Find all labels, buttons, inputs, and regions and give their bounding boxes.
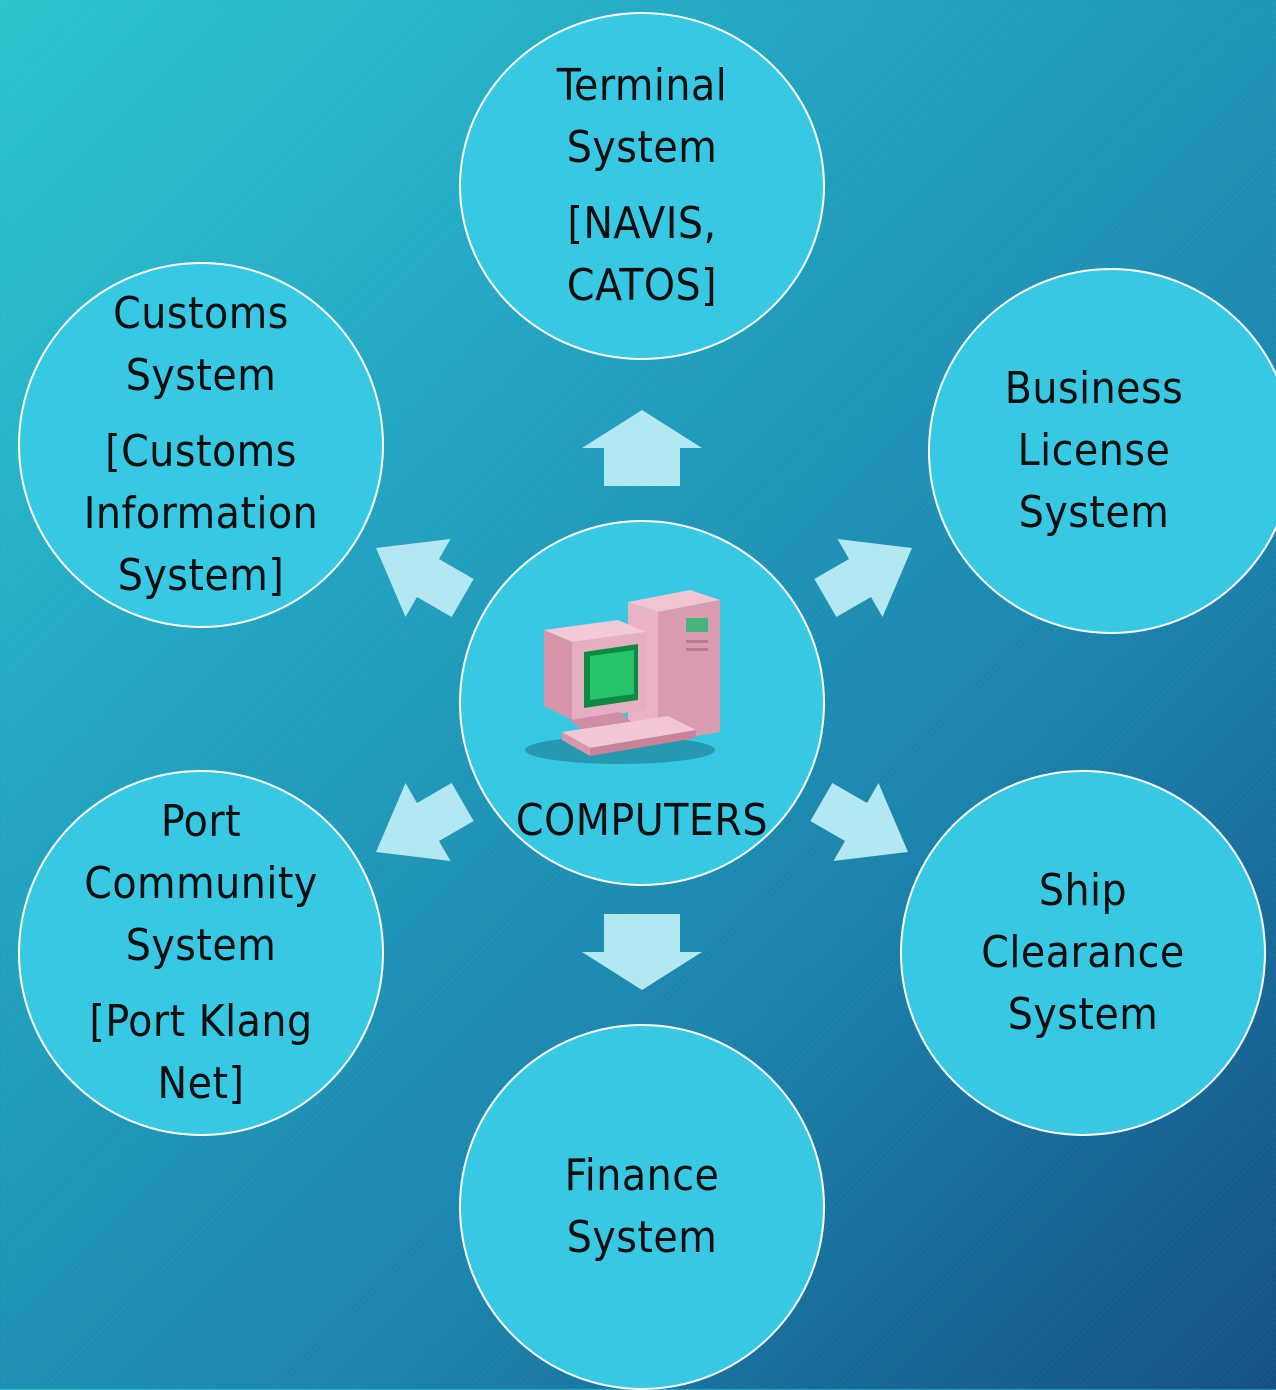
ship-title-line3: System xyxy=(1007,989,1159,1040)
terminal-title-line2: System xyxy=(566,122,718,173)
business-license-system-node: Business License System xyxy=(928,268,1276,634)
port-title-line1: Port xyxy=(160,796,242,847)
port-community-system-node: Port Community System [Port Klang Net] xyxy=(18,770,384,1136)
terminal-title-line1: Terminal xyxy=(556,60,728,111)
terminal-detail-line2: CATOS] xyxy=(566,260,718,311)
ship-clearance-system-node: Ship Clearance System xyxy=(900,770,1266,1136)
customs-detail-line1: [Customs xyxy=(105,426,297,477)
arrow-up xyxy=(582,410,702,486)
business-title-line3: System xyxy=(1018,487,1170,538)
arrow-lower-left xyxy=(376,782,474,861)
customs-detail-line3: System] xyxy=(117,550,285,601)
finance-system-node: Finance System xyxy=(459,1024,825,1390)
business-title-line1: Business xyxy=(1004,363,1184,414)
port-title-line2: Community xyxy=(84,858,318,909)
desktop-computer-icon xyxy=(525,590,720,764)
finance-title-line1: Finance xyxy=(564,1150,720,1201)
arrow-upper-right xyxy=(814,539,912,618)
arrow-upper-left xyxy=(376,539,474,618)
terminal-detail-line1: [NAVIS, xyxy=(567,198,717,249)
port-detail-line1: [Port Klang xyxy=(89,996,313,1047)
ship-title-line2: Clearance xyxy=(981,927,1185,978)
customs-system-node: Customs System [Customs Information Syst… xyxy=(18,262,384,628)
customs-title-line2: System xyxy=(125,350,277,401)
business-title-line2: License xyxy=(1017,425,1171,476)
terminal-system-node: Terminal System [NAVIS, CATOS] xyxy=(459,12,825,360)
center-label: COMPUTERS xyxy=(515,795,769,846)
arrow-lower-right xyxy=(810,782,908,861)
customs-title-line1: Customs xyxy=(113,288,289,339)
arrow-down xyxy=(582,914,702,990)
port-title-line3: System xyxy=(125,920,277,971)
ship-title-line1: Ship xyxy=(1038,865,1128,916)
customs-detail-line2: Information xyxy=(83,488,319,539)
finance-title-line2: System xyxy=(566,1212,718,1263)
port-detail-line2: Net] xyxy=(157,1058,245,1109)
